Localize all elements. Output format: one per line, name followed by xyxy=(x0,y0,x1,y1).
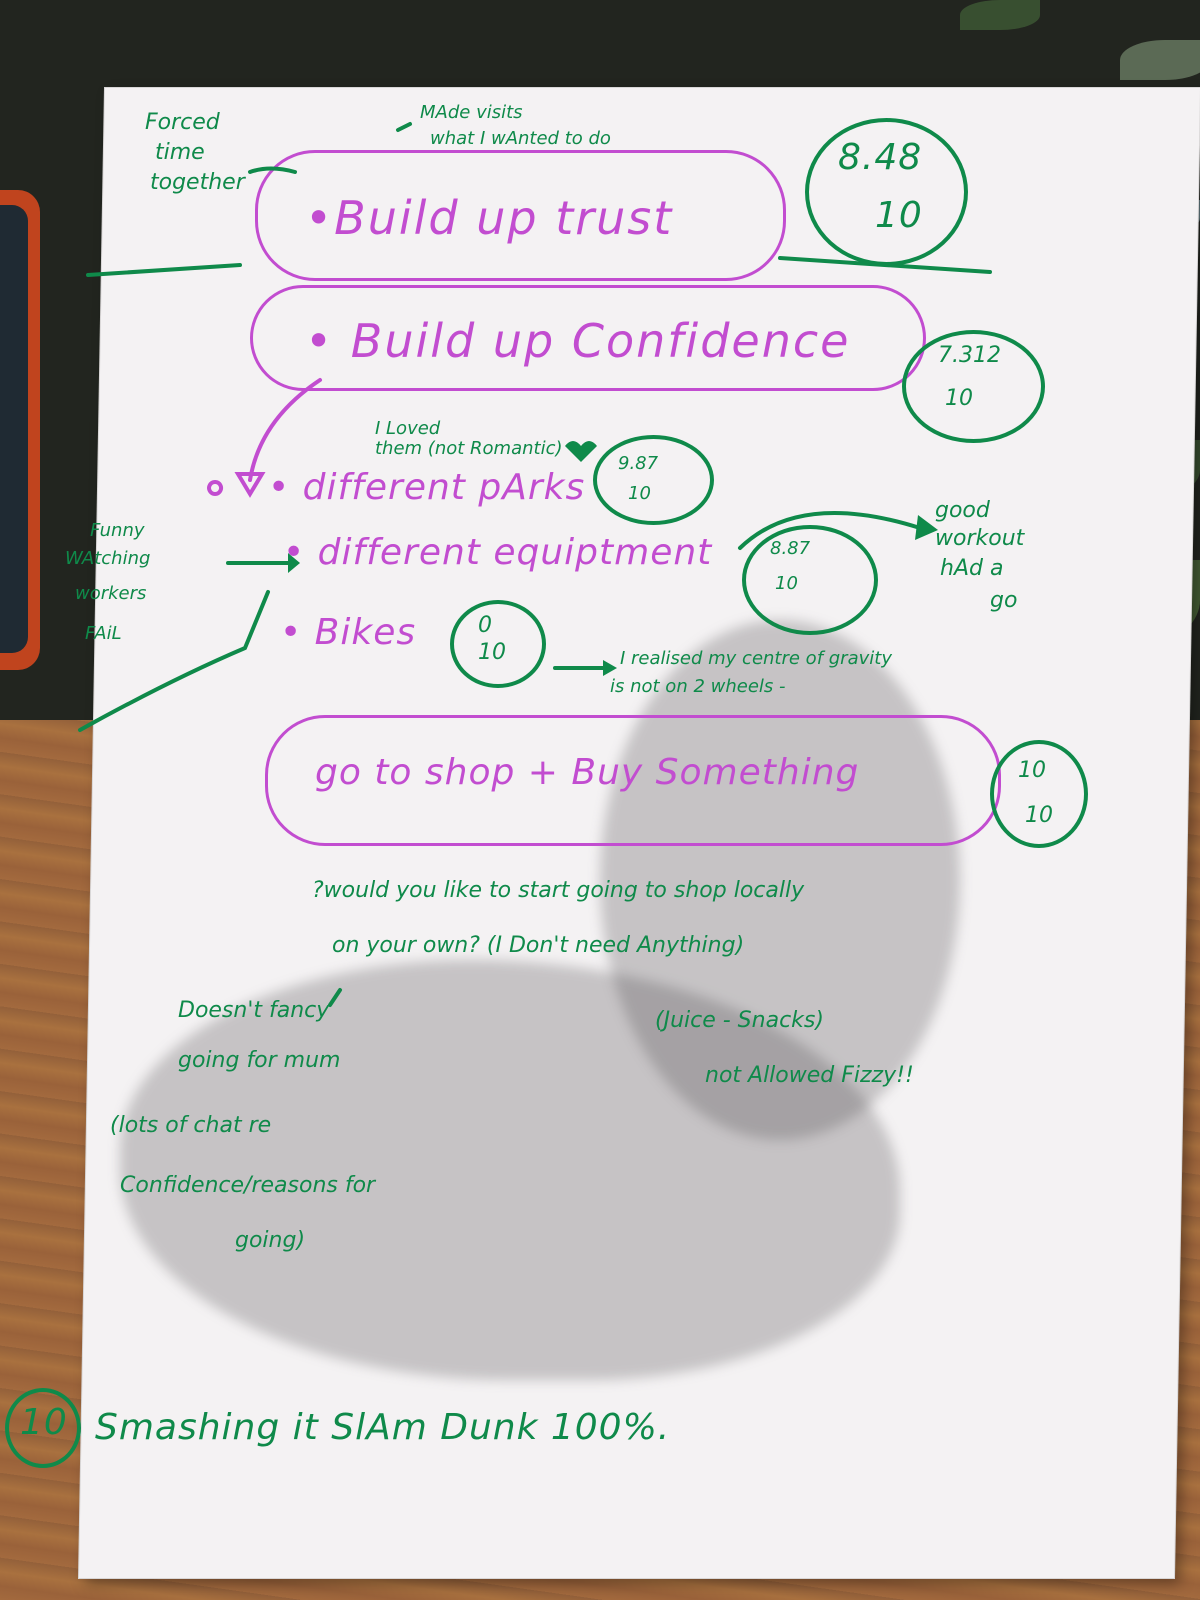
score-circle-trust xyxy=(805,118,968,266)
cloth-leaf-pattern xyxy=(1120,40,1200,80)
score-shop-top: 10 xyxy=(1018,758,1046,783)
final-note: Smashing it SlAm Dunk 100%. xyxy=(95,1407,671,1448)
note-lots-of-chat: going) xyxy=(235,1228,306,1253)
note-made-visits: MAde visits xyxy=(420,102,523,123)
item-different-parks: • different pArks xyxy=(268,467,586,508)
score-equipment-top: 8.87 xyxy=(770,538,811,559)
note-doesnt-fancy: Doesn't fancy xyxy=(178,998,330,1023)
note-funny: WAtching xyxy=(65,548,151,569)
item-build-trust: •Build up trust xyxy=(305,191,674,245)
item-go-to-shop: go to shop + Buy Something xyxy=(315,752,860,793)
note-good-workout: hAd a xyxy=(940,556,1004,581)
note-realised: I realised my centre of gravity xyxy=(620,648,892,669)
hand-shadow xyxy=(600,620,960,1140)
score-circle-confidence xyxy=(902,330,1045,443)
note-funny: Funny xyxy=(90,520,145,541)
score-confidence-bottom: 10 xyxy=(945,386,973,411)
score-trust-bottom: 10 xyxy=(875,195,923,236)
final-score-number: 10 xyxy=(20,1402,68,1443)
note-good-workout: good xyxy=(935,498,990,523)
hand-shadow xyxy=(120,960,900,1380)
score-circle-equipment xyxy=(742,525,878,635)
note-forced-line: together xyxy=(150,170,245,195)
score-parks-bottom: 10 xyxy=(628,483,651,504)
note-doesnt-fancy: going for mum xyxy=(178,1048,341,1073)
item-bikes: • Bikes xyxy=(280,612,417,653)
score-circle-final xyxy=(5,1388,81,1468)
note-made-visits: what I wAnted to do xyxy=(430,128,611,149)
score-circle-parks xyxy=(593,435,714,525)
score-bikes-top: 0 xyxy=(478,613,492,638)
note-good-workout: workout xyxy=(935,526,1025,551)
cloth-leaf-pattern xyxy=(960,0,1040,30)
note-good-workout: go xyxy=(990,588,1018,613)
score-circle-bikes xyxy=(450,600,546,688)
note-juice-snacks: (Juice - Snacks) xyxy=(655,1008,824,1033)
note-juice-snacks: not Allowed Fizzy!! xyxy=(705,1063,914,1088)
item-build-confidence: • Build up Confidence xyxy=(305,314,851,368)
note-question: on your own? (I Don't need Anything) xyxy=(332,933,745,958)
note-lots-of-chat: (lots of chat re xyxy=(110,1113,272,1138)
item-different-equipment: • different equiptment xyxy=(283,532,713,573)
score-confidence-top: 7.312 xyxy=(938,343,1001,368)
note-loved: I Loved xyxy=(375,418,441,439)
score-shop-bottom: 10 xyxy=(1025,803,1053,828)
cloud-trust xyxy=(255,150,786,281)
score-bikes-bottom: 10 xyxy=(478,640,506,665)
cloud-confidence xyxy=(250,285,926,391)
score-trust-top: 8.48 xyxy=(838,137,923,178)
note-forced-line: time xyxy=(155,140,205,165)
phone-screen xyxy=(0,205,28,653)
score-equipment-bottom: 10 xyxy=(775,573,798,594)
note-lots-of-chat: Confidence/reasons for xyxy=(120,1173,376,1198)
note-funny: workers xyxy=(75,583,147,604)
note-realised: is not on 2 wheels - xyxy=(610,676,786,697)
score-parks-top: 9.87 xyxy=(618,453,659,474)
note-loved: them (not Romantic) xyxy=(375,438,563,459)
note-forced-line: Forced xyxy=(145,110,220,135)
score-circle-shop xyxy=(990,740,1088,848)
note-question: ?would you like to start going to shop l… xyxy=(312,878,805,903)
note-funny: FAiL xyxy=(85,623,122,644)
